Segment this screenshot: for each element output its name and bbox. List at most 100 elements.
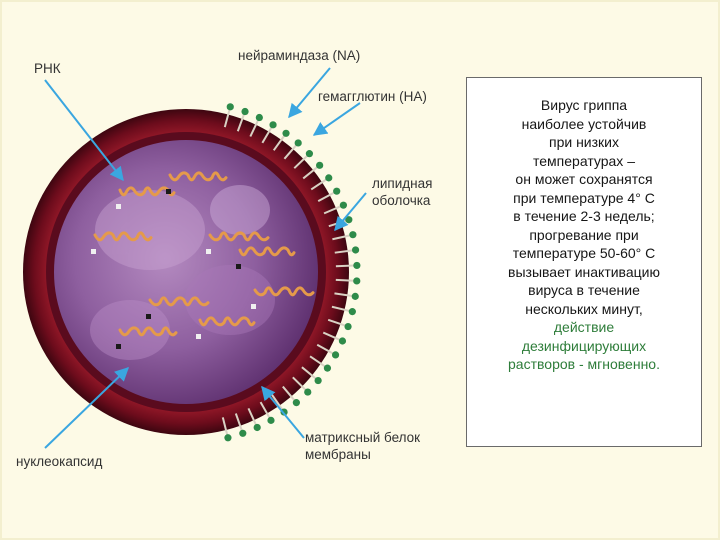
spike-head — [269, 121, 277, 129]
polymerase-dot — [116, 344, 121, 349]
rna-segment — [238, 246, 296, 257]
polymerase-dot — [206, 249, 211, 254]
hemagglutinin-label: гемагглютин (НА) — [318, 89, 427, 104]
spike-head — [349, 231, 357, 239]
info-line: вызывает инактивацию — [508, 263, 660, 280]
spike-stalk — [335, 264, 354, 268]
info-line: действие — [553, 319, 615, 335]
spike-stalk — [322, 331, 341, 341]
spike-stalk — [301, 366, 317, 380]
spike-stalk — [331, 305, 350, 312]
spike-head — [282, 129, 290, 137]
spike-stalk — [236, 113, 245, 132]
info-line: при температуре 4° С — [513, 189, 655, 206]
polymerase-dot — [251, 304, 256, 309]
rna-segment — [208, 231, 270, 242]
spike-head — [338, 337, 347, 345]
matrix-protein-label-line2: мембраны — [305, 447, 371, 462]
info-line: температурах – — [533, 152, 635, 169]
spike-head — [255, 113, 263, 122]
info-line: растворов - мгновенно. — [508, 356, 660, 372]
spike-head — [351, 292, 359, 300]
rna-segment — [253, 286, 315, 297]
info-line: дезинфицирующих — [521, 337, 647, 354]
nucleocapsid-label: нуклеокапсид — [16, 454, 103, 469]
rna-segment — [198, 316, 256, 327]
rna-label: РНК — [34, 61, 61, 76]
spike-stalk — [327, 318, 346, 327]
spike-stalk — [261, 126, 273, 144]
info-line: наиболее устойчив — [521, 115, 647, 132]
surface-spikes — [221, 103, 361, 442]
spike-head — [304, 388, 312, 396]
matrix-protein-arrow — [261, 385, 305, 439]
label-arrows — [44, 67, 367, 449]
polymerase-dot — [236, 264, 241, 269]
lipid-envelope-label-line1: липидная — [372, 176, 433, 191]
spike-stalk — [221, 417, 229, 436]
spike-head — [316, 161, 324, 169]
spike-head — [323, 364, 332, 372]
spike-stalk — [234, 413, 243, 431]
spike-head — [267, 416, 275, 424]
spike-stalk — [323, 205, 342, 215]
info-line: вируса в течение — [528, 282, 640, 298]
spike-head — [241, 107, 249, 116]
rna-segments — [91, 171, 315, 349]
virus-interior — [54, 140, 318, 404]
spike-head — [294, 139, 302, 147]
rna-segment — [93, 231, 153, 242]
spike-stalk — [334, 249, 353, 254]
hemagglutinin-arrow — [312, 102, 361, 136]
spike-head — [348, 308, 356, 316]
spike-stalk — [293, 154, 308, 169]
spike-stalk — [249, 119, 259, 137]
spike-head — [344, 322, 352, 331]
lipid-envelope-arrow — [334, 192, 367, 232]
spike-stalk — [282, 385, 296, 401]
spike-head — [353, 261, 361, 270]
info-line: в течение 2-3 недель; — [513, 208, 655, 224]
spike-head — [292, 399, 300, 407]
info-line: он может сохранятся — [515, 171, 653, 187]
spike-stalk — [302, 166, 318, 180]
spike-stalk — [316, 343, 334, 355]
rna-segment — [118, 326, 178, 337]
spike-stalk — [310, 178, 327, 191]
spike-head — [353, 277, 361, 285]
spike-stalk — [259, 401, 271, 419]
spike-head — [314, 376, 322, 385]
spike-stalk — [247, 407, 257, 426]
spike-stalk — [272, 135, 286, 151]
polymerase-dot — [116, 204, 121, 209]
spike-stalk — [292, 376, 307, 391]
spike-head — [331, 351, 340, 359]
nucleocapsid-arrow — [44, 367, 130, 449]
spike-stalk — [317, 191, 335, 202]
spike-head — [325, 174, 333, 182]
spike-stalk — [309, 355, 326, 368]
rna-segment — [168, 171, 228, 182]
info-text-box: Вирус гриппа наиболее устойчив при низки… — [466, 77, 702, 447]
spike-stalk — [283, 144, 297, 160]
spike-head — [226, 103, 234, 111]
spike-stalk — [223, 109, 231, 128]
spike-stalk — [334, 292, 353, 297]
info-line: нескольких минут, — [525, 300, 643, 317]
neuraminidase-arrow — [288, 67, 331, 119]
spike-head — [224, 434, 232, 442]
polymerase-dot — [166, 189, 171, 194]
spike-head — [239, 429, 247, 437]
rna-segment — [148, 296, 210, 307]
rna-arrow — [44, 79, 124, 182]
lipid-envelope-label-line2: оболочка — [372, 193, 431, 208]
spike-head — [339, 201, 348, 209]
polymerase-dot — [196, 334, 201, 339]
spike-stalk — [335, 278, 354, 282]
matrix-protein-label-line1: матриксный белок — [305, 430, 421, 445]
info-line: прогревание при — [529, 226, 639, 243]
info-line: температуре 50-60° С — [512, 245, 656, 261]
spike-head — [351, 246, 360, 254]
